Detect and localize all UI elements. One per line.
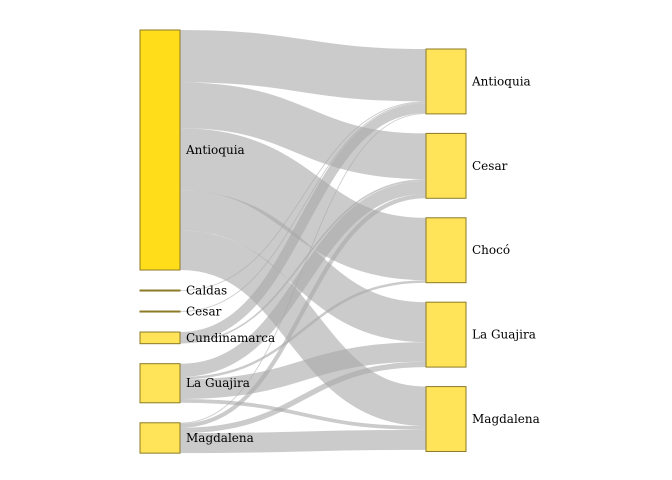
link-caldas-to-antioquia bbox=[179, 101, 427, 291]
node-left-magdalena bbox=[139, 422, 181, 454]
node-left-cundinamarca bbox=[139, 331, 181, 345]
link-la-guajira-to-choco bbox=[179, 280, 427, 380]
node-right-choco bbox=[425, 217, 467, 284]
node-right-antioquia bbox=[425, 48, 467, 115]
node-right-la-guajira bbox=[425, 301, 467, 368]
link-magdalena-to-antioquia bbox=[179, 113, 427, 424]
node-label-right-choco: Chocó bbox=[472, 243, 510, 257]
link-magdalena-to-cesar bbox=[179, 194, 427, 428]
nodes-group bbox=[139, 29, 467, 454]
link-magdalena-to-la-guajira bbox=[179, 361, 427, 434]
link-antioquia-to-cesar bbox=[179, 82, 427, 180]
link-la-guajira-to-cesar bbox=[179, 180, 427, 377]
node-left-la-guajira bbox=[139, 363, 181, 404]
node-label-left-cundinamarca: Cundinamarca bbox=[186, 331, 275, 345]
node-label-right-magdalena: Magdalena bbox=[472, 412, 540, 426]
node-right-cesar bbox=[425, 132, 467, 199]
link-magdalena-to-magdalena bbox=[179, 429, 427, 454]
node-label-left-cesar: Cesar bbox=[186, 305, 222, 319]
node-left-cesar bbox=[139, 310, 181, 313]
node-label-right-la-guajira: La Guajira bbox=[472, 328, 536, 342]
node-left-antioquia bbox=[139, 29, 181, 271]
link-cundinamarca-to-antioquia bbox=[179, 103, 427, 343]
node-label-left-antioquia: Antioquia bbox=[185, 143, 245, 157]
node-label-left-la-guajira: La Guajira bbox=[186, 376, 250, 390]
link-cesar-to-antioquia bbox=[179, 102, 427, 312]
links-group bbox=[179, 30, 427, 454]
node-label-right-cesar: Cesar bbox=[472, 159, 508, 173]
link-la-guajira-to-magdalena bbox=[179, 399, 427, 430]
link-antioquia-to-choco bbox=[179, 128, 427, 281]
node-label-right-antioquia: Antioquia bbox=[471, 74, 531, 88]
node-label-left-magdalena: Magdalena bbox=[186, 431, 254, 445]
link-la-guajira-to-la-guajira bbox=[179, 342, 427, 400]
node-right-magdalena bbox=[425, 386, 467, 452]
link-antioquia-to-antioquia bbox=[179, 30, 427, 102]
node-left-caldas bbox=[139, 289, 181, 292]
link-antioquia-to-la-guajira bbox=[179, 190, 427, 343]
link-cundinamarca-to-cesar bbox=[179, 179, 427, 344]
node-label-left-caldas: Caldas bbox=[186, 284, 227, 298]
